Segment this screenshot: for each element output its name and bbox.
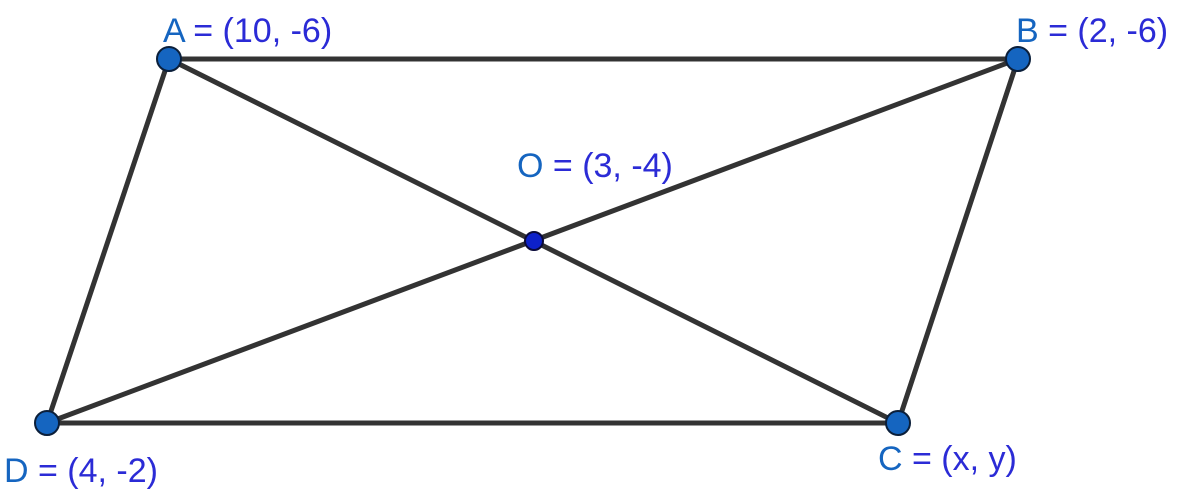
vertex-c: [885, 410, 911, 436]
label-a-name: A: [163, 12, 186, 50]
label-o-coords: = (3, -4): [543, 147, 672, 185]
label-c-name: C: [878, 440, 903, 478]
label-d: D = (4, -2): [4, 452, 158, 490]
label-d-coords: = (4, -2): [29, 452, 158, 490]
side-da: [44, 56, 172, 426]
vertex-d: [34, 410, 60, 436]
label-d-name: D: [4, 452, 29, 490]
label-b-coords: = (2, -6): [1039, 12, 1168, 50]
label-b-name: B: [1016, 12, 1039, 50]
label-c-coords: = (x, y): [903, 440, 1017, 478]
side-bc: [895, 56, 1021, 426]
vertex-a: [156, 46, 182, 72]
label-a: A = (10, -6): [163, 12, 332, 50]
label-a-coords: = (10, -6): [184, 12, 332, 50]
label-c: C = (x, y): [878, 440, 1017, 478]
label-o: O = (3, -4): [517, 147, 673, 185]
intersection-point-o: [524, 231, 544, 251]
vertex-b: [1005, 46, 1031, 72]
label-o-name: O: [517, 147, 543, 185]
label-b: B = (2, -6): [1016, 12, 1168, 50]
